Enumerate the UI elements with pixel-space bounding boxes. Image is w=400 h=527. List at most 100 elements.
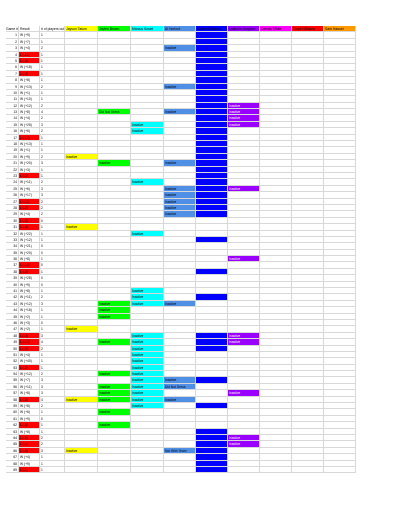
player-status-cell[interactable] [131, 313, 164, 320]
result-cell[interactable]: W (+16) [19, 307, 40, 314]
player-status-cell[interactable] [228, 364, 260, 372]
player-status-cell[interactable] [164, 51, 196, 58]
player-status-cell[interactable]: Inactive [164, 211, 196, 218]
player-status-cell[interactable] [65, 313, 98, 320]
result-cell[interactable]: L (-2) [19, 172, 40, 180]
result-cell[interactable]: L (-14) [19, 51, 40, 58]
players-out-cell[interactable]: 2 [40, 83, 65, 90]
player-status-cell[interactable] [260, 128, 292, 135]
game-number-cell[interactable]: 51 [6, 351, 19, 359]
player-status-cell[interactable] [324, 371, 356, 378]
player-status-cell[interactable] [292, 300, 324, 308]
player-status-cell[interactable] [260, 166, 292, 173]
result-cell[interactable]: W (+12) [19, 371, 40, 378]
player-status-cell[interactable] [292, 319, 324, 327]
game-number-cell[interactable]: 55 [6, 377, 19, 384]
player-status-cell[interactable]: Inactive [131, 383, 164, 391]
game-number-cell[interactable]: 28 [6, 204, 19, 212]
player-status-cell[interactable] [164, 89, 196, 97]
players-out-cell[interactable]: 3 [40, 121, 65, 129]
player-status-cell[interactable] [292, 211, 324, 218]
player-status-cell[interactable] [260, 77, 292, 84]
player-status-cell[interactable] [260, 115, 292, 122]
player-status-cell[interactable] [292, 83, 324, 90]
player-status-cell[interactable] [196, 38, 228, 46]
game-number-cell[interactable]: 16 [6, 128, 19, 135]
player-status-cell[interactable] [98, 77, 131, 84]
player-status-cell[interactable] [98, 403, 131, 410]
player-status-cell[interactable] [196, 313, 228, 320]
player-status-cell[interactable] [196, 332, 228, 340]
player-status-cell[interactable] [65, 339, 98, 346]
game-number-cell[interactable]: 6 [6, 64, 19, 71]
player-status-cell[interactable] [131, 134, 164, 142]
player-status-cell[interactable] [292, 371, 324, 378]
player-status-cell[interactable] [228, 294, 260, 301]
player-status-cell[interactable]: Inactive [131, 288, 164, 295]
player-status-cell[interactable] [98, 364, 131, 372]
player-status-cell[interactable] [324, 230, 356, 237]
player-status-cell[interactable] [131, 428, 164, 435]
players-out-cell[interactable]: 0 [40, 217, 65, 225]
player-status-cell[interactable]: Inactive [131, 364, 164, 372]
player-status-cell[interactable] [98, 447, 131, 455]
players-out-cell[interactable]: 4 [40, 339, 65, 346]
player-status-cell[interactable] [131, 262, 164, 269]
player-status-cell[interactable] [196, 172, 228, 180]
player-status-cell[interactable] [196, 441, 228, 448]
player-status-cell[interactable] [164, 166, 196, 173]
player-status-cell[interactable]: Did Not Dress [164, 383, 196, 391]
player-status-cell[interactable] [131, 70, 164, 78]
player-status-cell[interactable] [196, 294, 228, 301]
players-out-cell[interactable]: 1 [40, 466, 65, 474]
player-status-cell[interactable] [196, 102, 228, 110]
player-status-cell[interactable] [228, 275, 260, 282]
player-status-cell[interactable]: Inactive [65, 326, 98, 333]
player-status-cell[interactable] [228, 345, 260, 352]
player-status-cell[interactable] [260, 134, 292, 142]
player-status-cell[interactable] [228, 396, 260, 404]
player-status-cell[interactable] [292, 204, 324, 212]
players-out-cell[interactable]: 1 [40, 224, 65, 231]
player-status-cell[interactable] [98, 38, 131, 46]
player-status-cell[interactable] [260, 224, 292, 231]
player-status-cell[interactable] [228, 358, 260, 365]
player-status-cell[interactable] [65, 51, 98, 58]
result-cell[interactable]: L (-9) [19, 345, 40, 352]
header-player-3[interactable]: Marcus Smart [131, 26, 164, 33]
player-status-cell[interactable] [324, 96, 356, 103]
player-status-cell[interactable] [324, 466, 356, 474]
player-status-cell[interactable] [196, 32, 228, 39]
player-status-cell[interactable] [196, 383, 228, 391]
header-player-4[interactable]: Al Horford [164, 26, 196, 33]
player-status-cell[interactable] [260, 268, 292, 276]
player-status-cell[interactable] [260, 332, 292, 340]
player-status-cell[interactable] [324, 383, 356, 391]
player-status-cell[interactable] [131, 204, 164, 212]
player-status-cell[interactable] [131, 460, 164, 467]
player-status-cell[interactable] [196, 166, 228, 173]
game-number-cell[interactable]: 29 [6, 211, 19, 218]
player-status-cell[interactable] [65, 211, 98, 218]
player-status-cell[interactable] [292, 198, 324, 205]
player-status-cell[interactable] [292, 422, 324, 429]
players-out-cell[interactable]: 2 [40, 45, 65, 52]
player-status-cell[interactable]: Inactive [131, 377, 164, 384]
players-out-cell[interactable]: 1 [40, 77, 65, 84]
player-status-cell[interactable] [131, 166, 164, 173]
player-status-cell[interactable] [324, 224, 356, 231]
player-status-cell[interactable]: Inactive [228, 339, 260, 346]
player-status-cell[interactable] [196, 422, 228, 429]
players-out-cell[interactable]: 1 [40, 288, 65, 295]
players-out-cell[interactable]: 2 [40, 115, 65, 122]
player-status-cell[interactable] [260, 45, 292, 52]
player-status-cell[interactable] [292, 38, 324, 46]
result-cell[interactable]: W (+8) [19, 390, 40, 397]
player-status-cell[interactable] [131, 115, 164, 122]
player-status-cell[interactable] [196, 115, 228, 122]
player-status-cell[interactable] [131, 236, 164, 244]
game-number-cell[interactable]: 23 [6, 172, 19, 180]
player-status-cell[interactable] [260, 57, 292, 65]
player-status-cell[interactable] [98, 102, 131, 110]
player-status-cell[interactable] [324, 454, 356, 461]
